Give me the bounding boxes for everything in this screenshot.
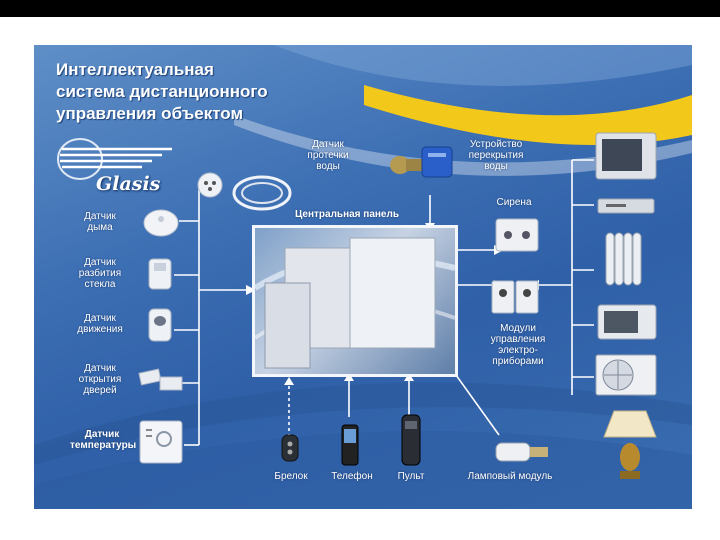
microwave-icon — [596, 301, 658, 343]
motion-sensor-label: Датчик движения — [70, 313, 130, 335]
oil-heater-icon — [602, 227, 648, 293]
title-line: управления объектом — [56, 103, 316, 125]
key-fob-icon — [278, 433, 302, 463]
label-line: Датчик — [296, 139, 360, 150]
leak-sensor-icon — [196, 167, 296, 217]
thermostat-icon — [138, 419, 184, 465]
smoke-sensor-icon — [142, 203, 180, 239]
label-line: Устройство — [462, 139, 530, 150]
label-line: Модули — [486, 323, 550, 334]
air-conditioner-icon — [594, 351, 658, 397]
table-lamp-icon — [600, 407, 660, 487]
appliance-modules-label: Модули управления электро- приборами — [486, 323, 550, 367]
label-line: Датчик — [70, 429, 134, 440]
label-line: воды — [296, 161, 360, 172]
label-line: приборами — [486, 356, 550, 367]
water-shutoff-valve-icon — [386, 141, 462, 185]
title-line: система дистанционного — [56, 81, 316, 103]
label-line: перекрытия — [462, 150, 530, 161]
label-line: управления — [486, 334, 550, 345]
glass-break-sensor-label: Датчик разбития стекла — [70, 257, 130, 290]
leak-sensor-label: Датчик протечки воды — [296, 139, 360, 172]
lamp-module-label: Ламповый модуль — [460, 471, 560, 482]
label-line: разбития — [70, 268, 130, 279]
door-sensor-icon — [138, 363, 184, 397]
label-line: температуры — [70, 440, 134, 451]
motion-sensor-icon — [146, 307, 174, 343]
label-line: дыма — [70, 222, 130, 233]
label-line: Датчик — [70, 363, 130, 374]
appliance-module-icon — [490, 277, 540, 317]
central-panel-label: Центральная панель — [282, 209, 412, 220]
label-line: Датчик — [70, 211, 130, 222]
tv-icon — [594, 131, 658, 183]
glass-break-sensor-icon — [146, 257, 174, 291]
top-black-bar — [0, 0, 720, 17]
door-sensor-label: Датчик открытия дверей — [70, 363, 130, 396]
logo-text: Glasis — [96, 173, 160, 195]
label-line: открытия — [70, 374, 130, 385]
label-line: дверей — [70, 385, 130, 396]
siren-icon — [494, 217, 540, 253]
diagram-title: Интеллектуальная система дистанционного … — [56, 59, 316, 125]
smoke-sensor-label: Датчик дыма — [70, 211, 130, 233]
dvd-player-icon — [596, 195, 656, 217]
remote-label: Пульт — [388, 471, 434, 482]
label-line: Датчик — [70, 257, 130, 268]
temperature-sensor-label: Датчик температуры — [70, 429, 134, 451]
lamp-module-icon — [492, 437, 554, 467]
remote-control-icon — [400, 413, 422, 467]
label-line: протечки — [296, 150, 360, 161]
label-line: воды — [462, 161, 530, 172]
title-line: Интеллектуальная — [56, 59, 316, 81]
label-line: Датчик — [70, 313, 130, 324]
central-panel-photo — [252, 225, 458, 377]
mobile-phone-icon — [340, 423, 360, 467]
phone-label: Телефон — [324, 471, 380, 482]
key-fob-label: Брелок — [266, 471, 316, 482]
slide: Интеллектуальная система дистанционного … — [34, 45, 692, 509]
label-line: стекла — [70, 279, 130, 290]
siren-label: Сирена — [486, 197, 542, 208]
label-line: движения — [70, 324, 130, 335]
shutoff-label: Устройство перекрытия воды — [462, 139, 530, 172]
label-line: электро- — [486, 345, 550, 356]
